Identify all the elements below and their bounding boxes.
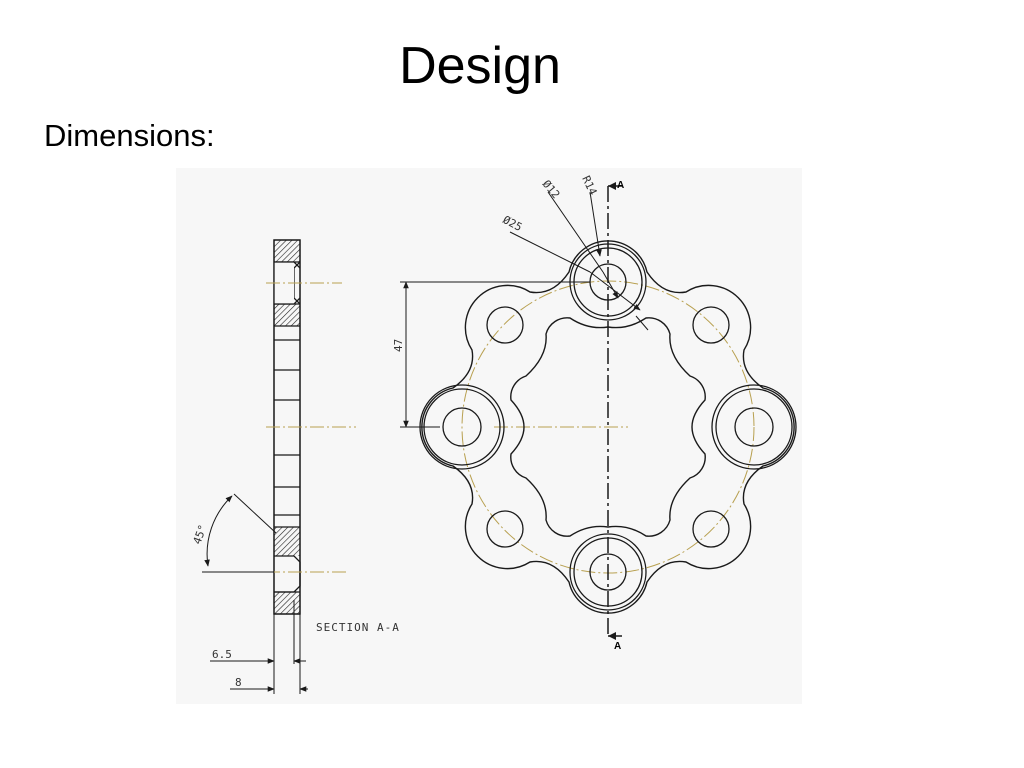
section-hatch-bottom (274, 592, 300, 614)
flange-inner-contour (510, 317, 706, 537)
dia-boss-label: Ø25 (501, 213, 525, 234)
angle-dimension (202, 493, 277, 573)
dia-hole-label: Ø12 (540, 178, 563, 202)
angle-label: 45° (191, 523, 210, 546)
pitch-dimension (400, 281, 590, 428)
thickness-inner-label: 6.5 (212, 648, 232, 661)
boss-right (711, 384, 797, 470)
section-hatch-mid (274, 527, 300, 556)
slide-subtitle: Dimensions: (44, 118, 215, 153)
diagonal-holes (486, 306, 730, 548)
pitch-label: 47 (392, 339, 405, 352)
leader-lines (509, 191, 649, 331)
section-center-lines (266, 282, 356, 573)
radius-lobe-label: R14 (579, 174, 599, 198)
flange-outer-contour (421, 240, 795, 614)
cut-arrow-top (608, 182, 616, 190)
section-label: SECTION A-A (316, 621, 400, 634)
cut-arrow-bottom (608, 632, 616, 640)
cut-line (607, 185, 622, 637)
slide-title: Design (399, 37, 561, 95)
cut-label-bottom: A (614, 641, 621, 652)
thickness-dimensions (210, 600, 308, 694)
cut-label-top: A (617, 180, 624, 191)
thickness-outer-label: 8 (235, 676, 242, 689)
